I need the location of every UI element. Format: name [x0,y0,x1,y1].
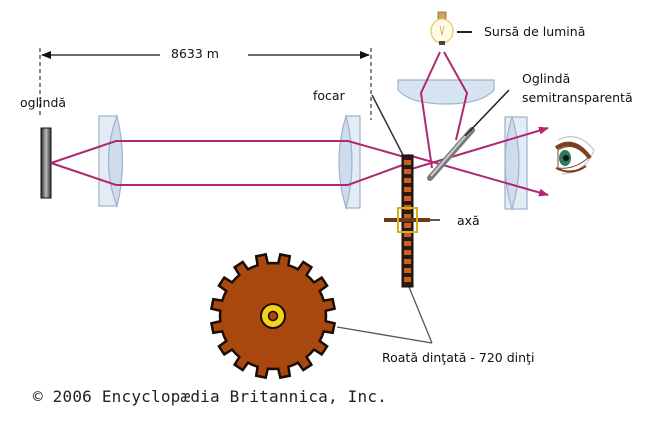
light-beams [50,51,549,197]
semi-mirror-highlight [430,130,471,177]
wheel-leader-edge [408,286,433,344]
eyepiece-lens [504,114,528,212]
distance-label: 8633 m [171,46,219,61]
wheel-leader-gear [336,326,433,344]
beam-from-source-left [419,51,441,169]
condenser-lens [397,79,495,105]
far-mirror [40,127,52,199]
focus-label: focar [313,88,345,103]
focus-leader [371,94,405,158]
semi-mirror-label-line1: Oglindă [522,71,571,86]
beam-from-source-right [443,51,469,141]
wheel-tooth-mark [404,232,411,237]
semi-mirror-label-line2: semitransparentă [522,90,633,105]
wheel-tooth-mark [404,160,411,165]
toothed-wheel-gear-icon [209,252,337,380]
wheel-tooth-mark [404,169,411,174]
wheel-tooth-mark [404,223,411,228]
wheel-tooth-mark [404,178,411,183]
wheel-tooth-mark [404,214,411,219]
light-source-label: Sursă de lumină [484,24,586,39]
mirror-label: oglindă [20,95,67,110]
wheel-tooth-mark [404,250,411,255]
beam-upper-long [50,140,409,164]
wheel-tooth-mark [404,187,411,192]
axle-label: axă [457,213,480,228]
semi-mirror-leader [464,89,510,137]
gear-hub-center [267,310,279,322]
wheel-tooth-mark [404,268,411,273]
collimating-lens-right [338,113,361,211]
wheel-tooth-mark [404,196,411,201]
axle-hub [397,207,418,233]
eye-icon [554,136,595,175]
beam-lower-long [50,162,409,186]
copyright-notice: © 2006 Encyclopædia Britannica, Inc. [33,387,387,406]
wheel-teeth-marks [404,160,411,282]
collimating-lens-left [98,113,124,209]
toothed-wheel-label: Roată dinţată - 720 dinţi [382,350,535,365]
wheel-tooth-mark [404,241,411,246]
light-bulb-icon [430,11,454,45]
wheel-tooth-mark [404,259,411,264]
toothed-wheel-edge-view [384,154,430,288]
wheel-tooth-mark [404,277,411,282]
